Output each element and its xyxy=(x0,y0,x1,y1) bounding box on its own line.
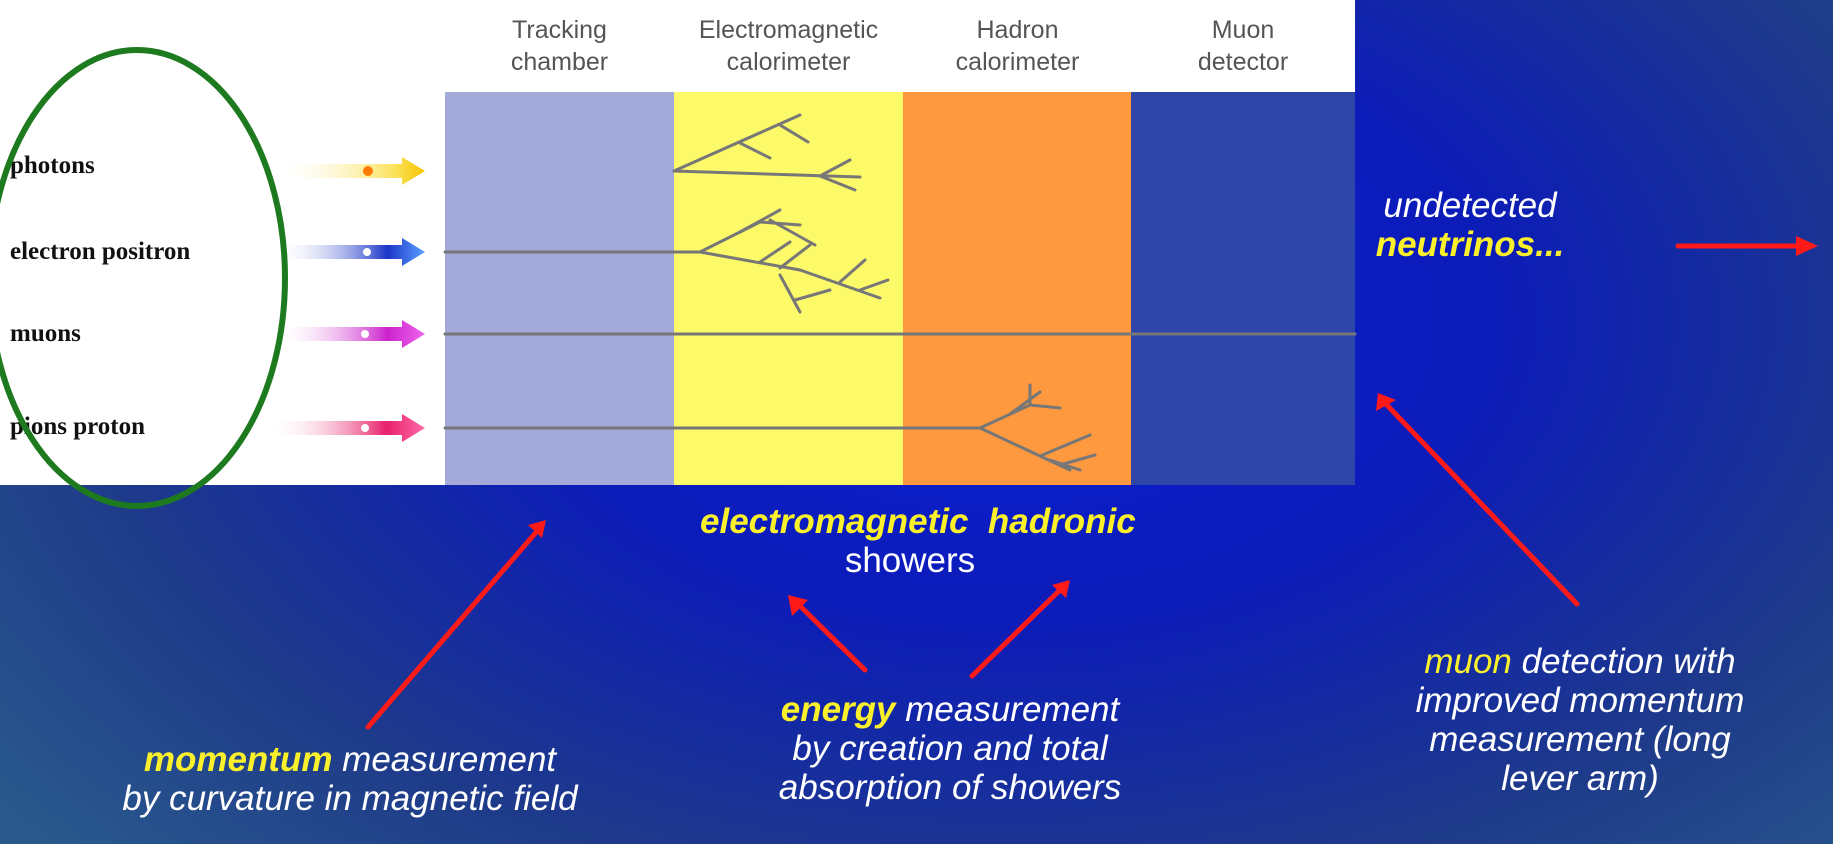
muon-detector-band xyxy=(1131,92,1355,485)
em-shower-pointer-arrow-icon xyxy=(788,595,868,673)
muon-keyword: muon xyxy=(1424,642,1512,681)
column-header-line: chamber xyxy=(510,48,609,76)
muon-arrow-icon xyxy=(275,320,425,348)
muon-note: muon detection with improved momentum me… xyxy=(1350,642,1810,798)
column-header-line: detector xyxy=(1197,48,1289,76)
pion-arrow-icon xyxy=(270,414,425,442)
column-header-muon-detector: Muon detector xyxy=(1131,14,1355,78)
momentum-rest: measurement xyxy=(332,740,557,779)
column-header-em-calorimeter: Electromagnetic calorimeter xyxy=(674,14,903,78)
momentum-keyword: momentum xyxy=(143,740,333,779)
particle-label-photons: photons xyxy=(10,152,95,179)
column-header-hadron-calorimeter: Hadron calorimeter xyxy=(903,14,1132,78)
momentum-pointer-arrow-icon xyxy=(365,520,546,730)
energy-note: energy measurement by creation and total… xyxy=(720,690,1180,807)
column-header-line: Tracking xyxy=(512,16,607,44)
column-header-tracking: Tracking chamber xyxy=(445,14,674,78)
neutrino-keyword: neutrinos... xyxy=(1375,225,1565,264)
energy-keyword: energy xyxy=(780,690,896,729)
momentum-note: momentum measurement by curvature in mag… xyxy=(20,740,680,818)
column-header-line: Electromagnetic xyxy=(698,16,879,44)
hadronic-shower-pointer-arrow-icon xyxy=(969,580,1070,679)
hadronic-shower-keyword: hadronic xyxy=(987,502,1136,541)
column-header-line: calorimeter xyxy=(955,48,1080,76)
muon-line4: lever arm) xyxy=(1501,759,1659,798)
tracking-chamber-band xyxy=(445,92,674,485)
hadron-shower xyxy=(978,383,1097,472)
showers-word: showers xyxy=(844,541,976,580)
energy-line2: by creation and total xyxy=(792,729,1108,768)
electron-em-shower xyxy=(698,208,890,314)
photon-arrow-icon xyxy=(275,157,425,185)
neutrino-note: undetected neutrinos... xyxy=(1330,186,1610,264)
particle-label-muons: muons xyxy=(10,320,81,347)
muon-line2: improved momentum xyxy=(1415,681,1745,720)
muon-rest: detection with xyxy=(1511,642,1736,681)
energy-rest: measurement xyxy=(895,690,1120,729)
hadron-calorimeter-band xyxy=(903,92,1131,485)
energy-line3: absorption of showers xyxy=(778,768,1122,807)
photon-em-shower xyxy=(672,113,862,192)
momentum-line2: by curvature in magnetic field xyxy=(122,779,578,818)
neutrino-arrow-icon xyxy=(1675,236,1818,256)
particle-group-circle xyxy=(0,47,288,509)
particle-label-electron-positron: electron positron xyxy=(10,238,191,265)
column-header-line: calorimeter xyxy=(726,48,851,76)
column-header-line: Muon xyxy=(1211,16,1275,44)
electron-arrow-icon xyxy=(275,238,425,266)
column-header-line: Hadron xyxy=(976,16,1059,44)
showers-label: electromagnetic hadronic showers xyxy=(700,502,1136,580)
muon-pointer-arrow-icon xyxy=(1376,393,1580,607)
detector-diagram-panel: Tracking chamber Electromagnetic calorim… xyxy=(0,0,1355,485)
em-shower-keyword: electromagnetic xyxy=(700,502,969,541)
muon-line3: measurement (long xyxy=(1429,720,1731,759)
neutrino-line: undetected xyxy=(1383,186,1557,225)
